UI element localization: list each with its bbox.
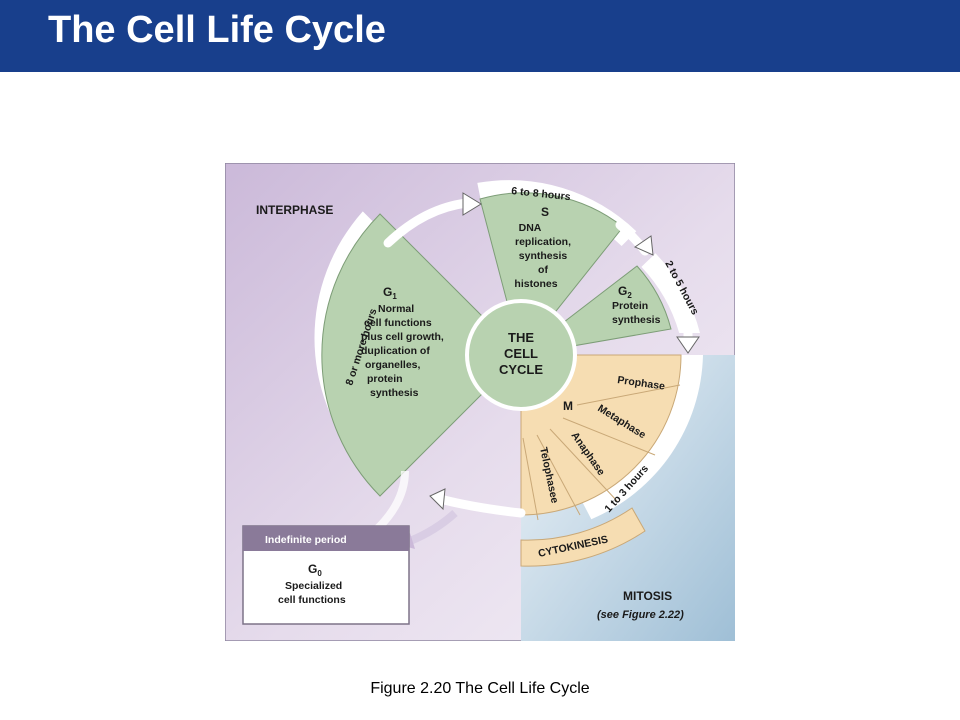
g0-label: G0 [308, 562, 322, 578]
s-text-5: histones [514, 278, 557, 290]
cell-cycle-figure: INTERPHASE MITOSIS (see Figure 2.22) THE… [225, 163, 735, 641]
title-bar: The Cell Life Cycle [0, 0, 960, 72]
center-text-1: THE [508, 330, 534, 345]
g0-header-text: Indefinite period [265, 534, 347, 546]
slide-title: The Cell Life Cycle [48, 9, 386, 51]
cytokinesis-band [520, 507, 646, 567]
g1-text-3: plus cell growth, [361, 331, 444, 343]
m-sector [520, 354, 682, 516]
g2-text-2: synthesis [612, 314, 661, 326]
m-duration-band [579, 355, 703, 520]
center-text-2: CELL [504, 346, 538, 361]
g1-text-7: synthesis [370, 387, 419, 399]
figure-caption: Figure 2.20 The Cell Life Cycle [370, 680, 590, 697]
g1-to-s-arrow [383, 198, 472, 248]
g2-text-1: Protein [612, 300, 648, 312]
g1-sector [321, 213, 522, 497]
s-text-1: DNA [519, 222, 542, 234]
s-text-2: replication, [515, 236, 571, 248]
mitosis-label: MITOSIS [623, 589, 672, 603]
cell-cycle-diagram: INTERPHASE MITOSIS (see Figure 2.22) THE… [225, 163, 735, 641]
g1-label: G1 [383, 285, 397, 301]
s-text-4: of [538, 264, 548, 276]
s-label: S [541, 205, 549, 219]
g1-text-5: organelles, [365, 359, 421, 371]
g1-text-6: protein [367, 373, 403, 385]
g1-text-1: Normal [378, 303, 414, 315]
g1-text-4: duplication of [361, 345, 430, 357]
m-to-g0-arrow [408, 510, 458, 545]
g0-text-1: Specialized [285, 580, 342, 592]
interphase-label: INTERPHASE [256, 203, 333, 217]
m-to-g1-arrow [435, 494, 526, 518]
m-label: M [563, 399, 573, 413]
g0-box-header [243, 526, 409, 551]
s-text-3: synthesis [519, 250, 568, 262]
g0-text-2: cell functions [278, 594, 346, 606]
center-circle [465, 299, 577, 411]
g1-text-2: cell functions [364, 317, 432, 329]
mitosis-reference: (see Figure 2.22) [597, 609, 684, 621]
center-text-3: CYCLE [499, 362, 543, 377]
g2-label: G2 [618, 284, 632, 300]
